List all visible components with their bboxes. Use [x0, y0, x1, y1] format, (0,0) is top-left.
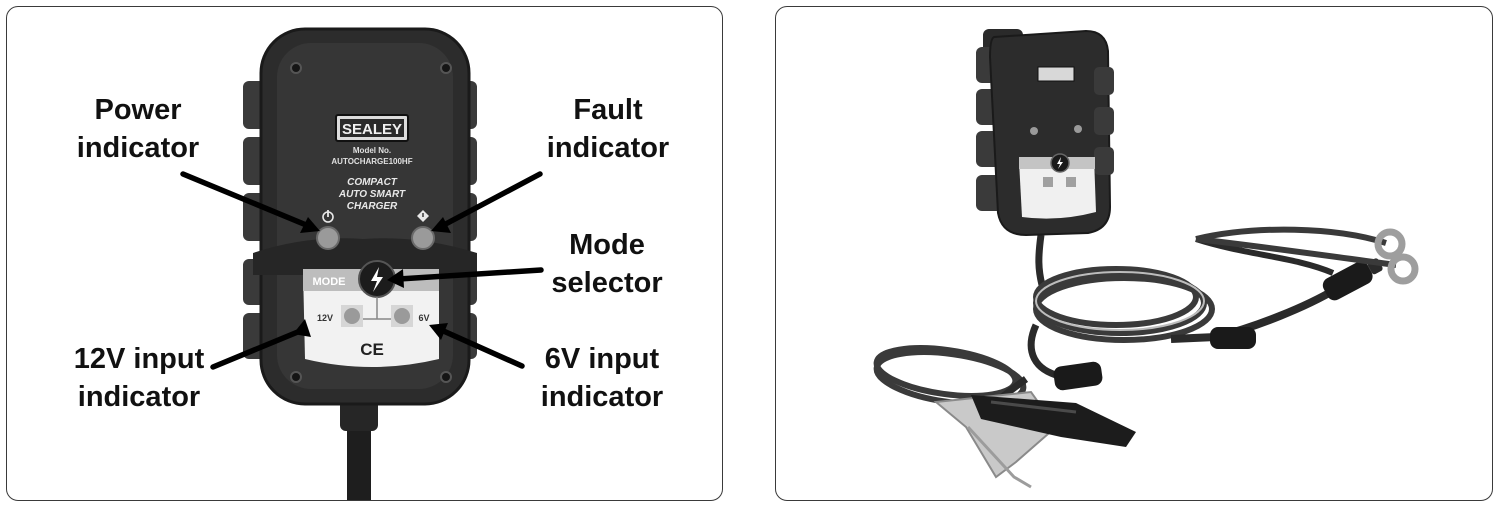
product-name-line-2: AUTO SMART	[338, 189, 406, 200]
brand-badge-inner	[340, 119, 404, 137]
fault-icon	[417, 210, 429, 222]
clip-lead-connector	[1053, 361, 1103, 391]
lightning-icon	[371, 267, 383, 292]
mode-selector-callout: Mode selector	[537, 226, 677, 302]
ring-lead-wires-3	[1195, 236, 1397, 268]
product-name-line-1: COMPACT	[347, 177, 398, 188]
power-arrow-head	[300, 217, 320, 233]
fault-arrow-line	[437, 171, 543, 230]
ce-mark: CE	[360, 340, 384, 359]
charger-body-angled	[976, 29, 1114, 237]
v12-arrow-head	[293, 319, 311, 337]
model-number: AUTOCHARGE100HF	[331, 157, 412, 166]
clip-lead-cable	[1027, 323, 1058, 379]
power-indicator-callout: Power indicator	[63, 91, 213, 167]
v6-text: 6V	[418, 313, 429, 323]
model-label: Model No.	[353, 146, 391, 155]
fault-arrow-head	[431, 217, 451, 233]
cable-coil-highlight	[1035, 271, 1205, 331]
v6-callout-line-1: 6V input	[544, 343, 660, 375]
product-name-line-3: CHARGER	[347, 201, 398, 212]
black-clamp-ridge	[990, 400, 1077, 414]
mode-arrow-head	[387, 269, 404, 288]
sae-connector	[1210, 327, 1256, 349]
v12-callout-line-2: indicator	[77, 381, 201, 413]
brand-name: SEALEY	[342, 121, 402, 138]
power-callout-line-2: indicator	[76, 132, 200, 164]
ring-terminal-2	[1387, 253, 1419, 285]
v6-callout-line-2: indicator	[540, 381, 664, 413]
mode-label: MODE	[313, 276, 346, 288]
labelled-front-view-panel: SEALEY Model No. AUTOCHARGE100HF COMPACT…	[6, 6, 723, 501]
arrow-heads	[293, 217, 451, 340]
charger-front-illustration: SEALEY Model No. AUTOCHARGE100HF COMPACT…	[180, 27, 544, 500]
power-icon	[322, 210, 334, 223]
callout-arrows	[180, 171, 544, 370]
v12-indicator-led	[344, 308, 360, 324]
v12-callout-line-1: 12V input	[73, 343, 205, 375]
v12-text: 12V	[317, 313, 333, 323]
mode-arrow-line	[396, 267, 544, 282]
product-photo-panel	[775, 6, 1493, 501]
charger-with-leads-illustration	[873, 29, 1419, 489]
screws	[290, 62, 452, 383]
fault-callout-line-1: Fault	[573, 94, 643, 126]
output-cable	[1035, 234, 1046, 286]
power-indicator-led	[316, 226, 340, 250]
mode-callout-line-1: Mode	[569, 229, 645, 261]
black-clamp	[971, 395, 1136, 447]
main-to-sae-cable	[1170, 333, 1217, 343]
ring-lead-wires-2	[1195, 226, 1387, 246]
fault-callout-line-2: indicator	[546, 132, 670, 164]
ring-terminal-1	[1374, 228, 1406, 260]
v12-input-callout: 12V input indicator	[59, 340, 219, 416]
v6-arrow-line	[436, 326, 525, 369]
lower-label-panel	[303, 269, 439, 367]
fault-indicator-callout: Fault indicator	[533, 91, 683, 167]
fault-indicator-led	[411, 226, 435, 250]
v6-indicator-led	[394, 308, 410, 324]
v12-arrow-line	[210, 326, 308, 370]
power-arrow-line	[180, 171, 314, 230]
v6-input-callout: 6V input indicator	[527, 340, 677, 416]
v6-arrow-head	[429, 323, 448, 340]
mode-callout-line-2: selector	[551, 267, 663, 299]
cable-strain-relief	[340, 399, 378, 431]
grey-clamp-jaw	[966, 425, 1032, 489]
power-callout-line-1: Power	[94, 94, 182, 126]
